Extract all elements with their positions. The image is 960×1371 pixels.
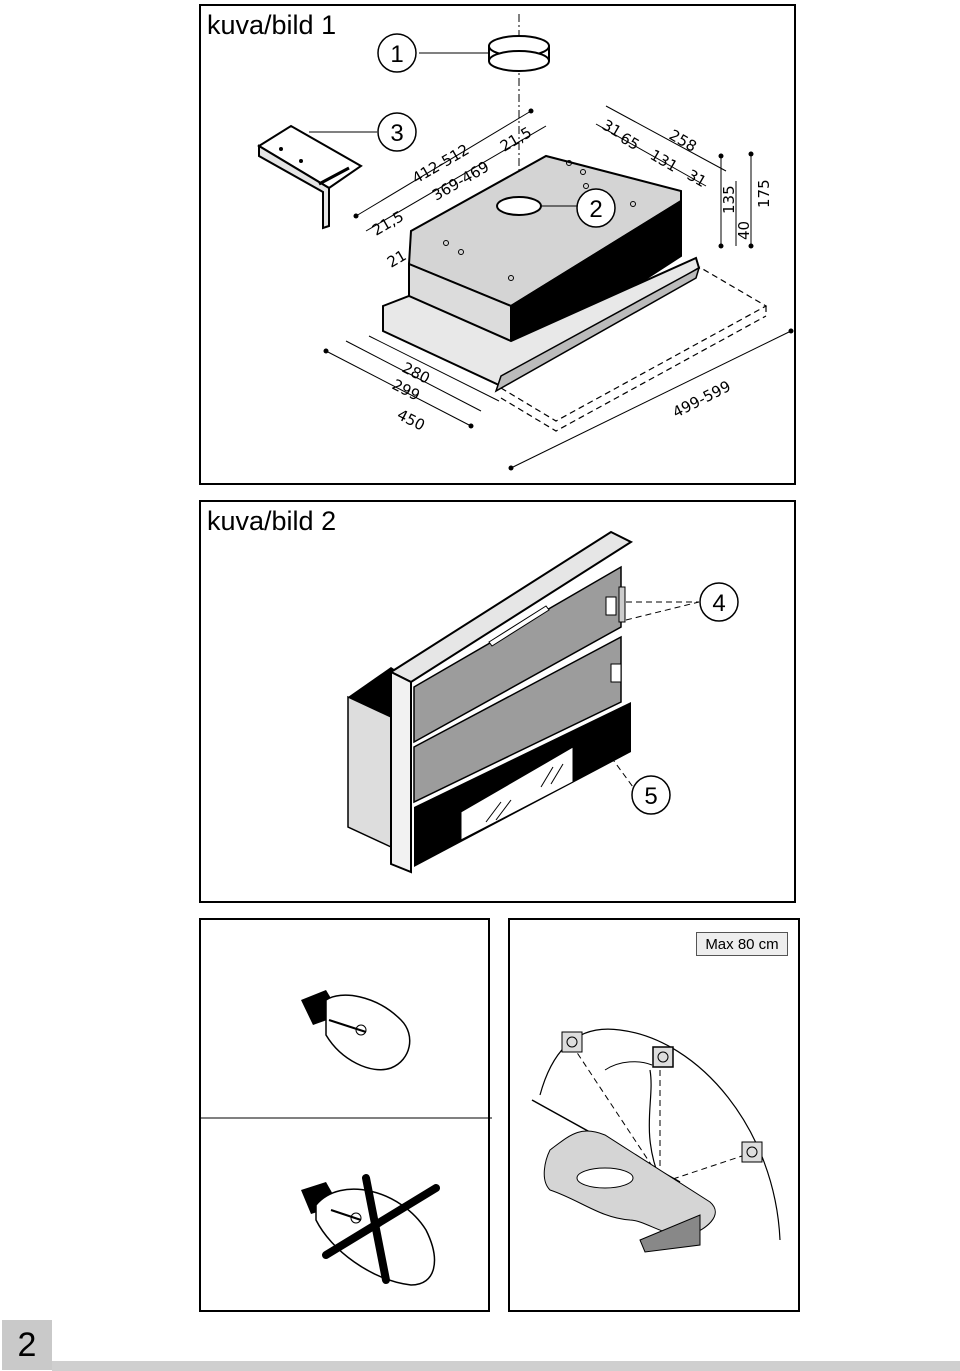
- hood-cutaway: [543, 1130, 716, 1253]
- callout-circle-4: [699, 582, 739, 622]
- callout-circle-1: [377, 33, 417, 73]
- figure-4-wall-panel: Max 80 cm: [508, 918, 800, 1312]
- callout-circle-2: [576, 188, 616, 228]
- cross-mark-icon: [322, 1174, 440, 1284]
- hood-filter-drawing: 4 5: [347, 530, 739, 874]
- callout-1: 1: [390, 41, 403, 68]
- dimension-dots: [323, 108, 794, 471]
- hood-body: [382, 154, 701, 393]
- mounting-bracket-part: [257, 124, 363, 230]
- figure-2-panel: kuva/bild 2: [199, 500, 796, 903]
- bulb-correct-incorrect-drawing: [201, 990, 492, 1286]
- figure-1-title: kuva/bild 1: [207, 10, 337, 40]
- hood-dimension-drawing: 1 3: [257, 14, 794, 471]
- cabinet-outline-dashed: [500, 267, 768, 432]
- dim-31-b: 31: [684, 166, 710, 191]
- dimension-lines: [325, 105, 792, 469]
- socket-icon: [652, 1046, 674, 1068]
- dim-65: 65: [617, 129, 643, 154]
- callout-5: 5: [644, 783, 657, 810]
- page-number: 2: [2, 1320, 52, 1370]
- callout-2: 2: [589, 196, 602, 223]
- bulb-correct: [301, 990, 411, 1071]
- callout-circle-3: [377, 112, 417, 152]
- dim-131: 131: [647, 146, 681, 176]
- dim-21-5-left: 21,5: [369, 207, 407, 239]
- max-distance-label: Max 80 cm: [696, 932, 788, 956]
- callout-4: 4: [712, 590, 725, 617]
- dim-175: 175: [755, 179, 773, 208]
- callout-3: 3: [390, 120, 403, 147]
- socket-icon: [741, 1141, 763, 1163]
- socket-icon: [561, 1031, 583, 1053]
- callout-circle-5: [631, 775, 671, 815]
- dim-21: 21: [384, 246, 410, 271]
- dim-450: 450: [394, 406, 428, 435]
- dim-135: 135: [720, 185, 738, 214]
- dim-258: 258: [666, 126, 700, 156]
- hood-front-view: [347, 530, 634, 874]
- dim-499-599: 499-599: [670, 377, 734, 421]
- dim-40: 40: [735, 221, 753, 240]
- footer-bar: [52, 1361, 960, 1371]
- socket-placement-drawing: [531, 1028, 781, 1253]
- figure-1-panel: kuva/bild 1 1 3: [199, 4, 796, 485]
- figure-2-title: kuva/bild 2: [207, 506, 337, 536]
- figure-3-bulb-panel: [199, 918, 492, 1312]
- exhaust-ring-part: [488, 35, 550, 72]
